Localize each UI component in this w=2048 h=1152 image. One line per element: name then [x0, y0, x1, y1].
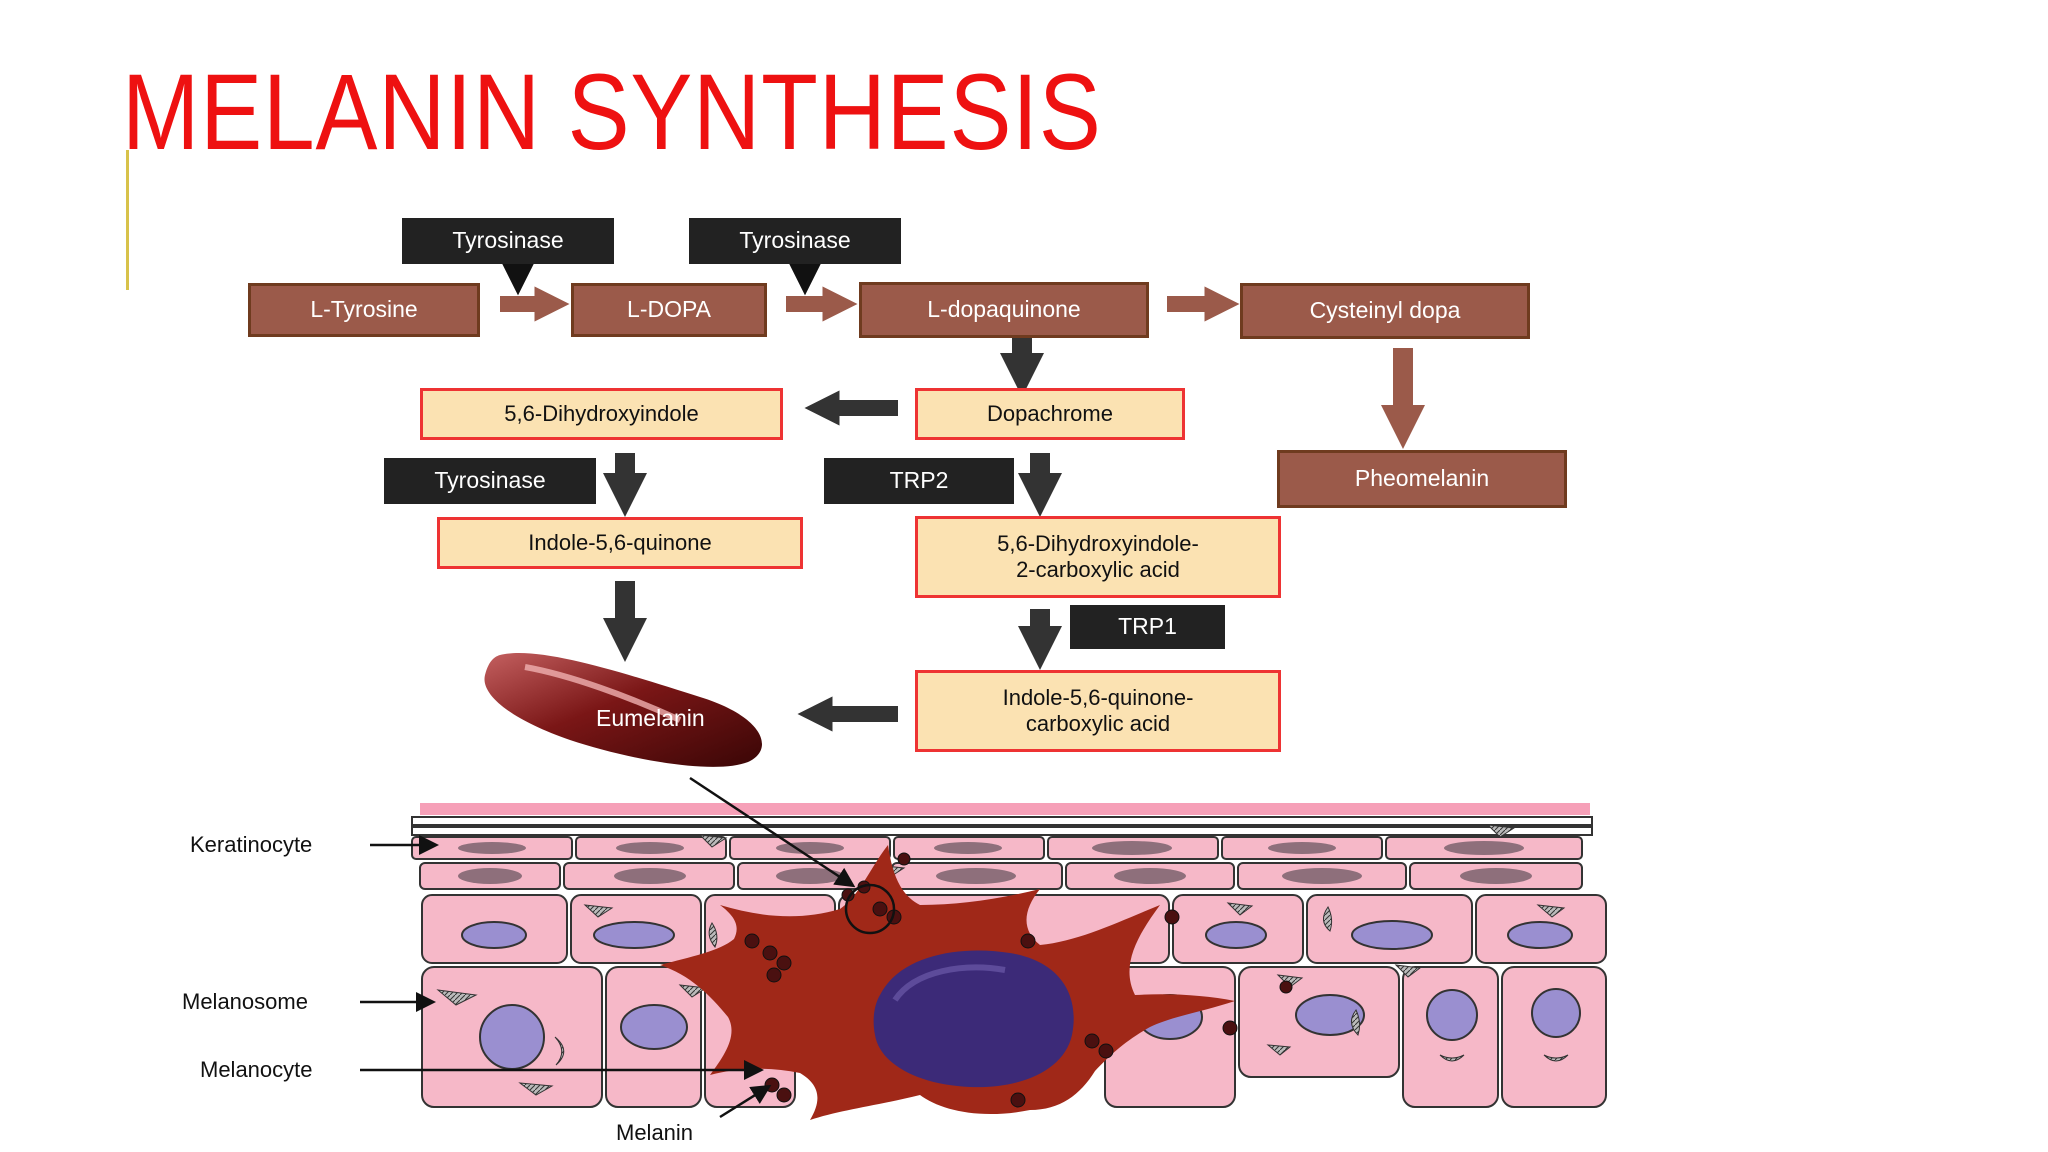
compound-dopachrome: Dopachrome — [915, 388, 1185, 440]
flat-cell-row-2 — [419, 862, 1583, 890]
enzyme-trp2: TRP2 — [824, 458, 1014, 504]
keratinocyte-label: Keratinocyte — [190, 832, 313, 857]
enzyme-tyrosinase-3: Tyrosinase — [384, 458, 596, 504]
melanocyte-cell — [660, 845, 1293, 1120]
compound-l-tyrosine: L-Tyrosine — [248, 283, 480, 337]
compound-indole-quinone: Indole-5,6-quinone — [437, 517, 803, 569]
enzyme-tyrosinase-1: Tyrosinase — [402, 218, 614, 264]
melanosome-transfer-highlight — [844, 883, 896, 935]
compound-l-dopa: L-DOPA — [571, 283, 767, 337]
enzyme-tyrosinase-2: Tyrosinase — [689, 218, 901, 264]
compound-cysteinyl-dopa: Cysteinyl dopa — [1240, 283, 1530, 339]
melanosome-label: Melanosome — [182, 989, 308, 1014]
compound-dihydroxyindole: 5,6-Dihydroxyindole — [420, 388, 783, 440]
skin-layer — [360, 776, 1607, 1120]
diagram-artwork — [360, 263, 1607, 1120]
melanin-label: Melanin — [616, 1120, 694, 1145]
compound-dhica: 5,6-Dihydroxyindole- 2-carboxylic acid — [915, 516, 1281, 598]
compound-pheomelanin: Pheomelanin — [1277, 450, 1567, 508]
melanosomes — [436, 824, 1569, 1096]
eumelanin-granule — [484, 653, 763, 767]
melanocyte-label: Melanocyte — [200, 1057, 313, 1082]
melanin-synthesis-diagram: Tyrosinase Tyrosinase Tyrosinase TRP2 TR… — [160, 205, 1620, 1152]
title-accent-line — [126, 150, 129, 290]
enzyme-trp1: TRP1 — [1070, 605, 1225, 649]
page-title: MELANIN SYNTHESIS — [122, 51, 1102, 172]
eumelanin-label: Eumelanin — [596, 705, 705, 731]
compound-iqca: Indole-5,6-quinone- carboxylic acid — [915, 670, 1281, 752]
compound-l-dopaquinone: L-dopaquinone — [859, 282, 1149, 338]
flat-cell-row-1 — [411, 836, 1583, 860]
